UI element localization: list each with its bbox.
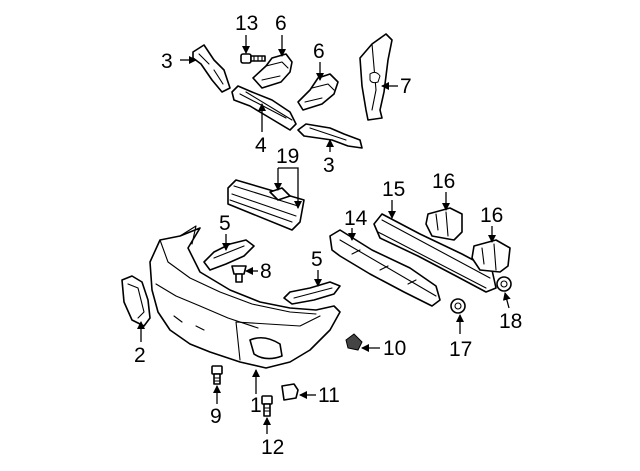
callout-16a: 16 bbox=[432, 170, 455, 193]
callout-15: 15 bbox=[382, 178, 405, 201]
callout-12: 12 bbox=[261, 436, 284, 459]
grille-19-part bbox=[227, 179, 305, 231]
callout-18: 18 bbox=[499, 310, 522, 333]
callout-7: 7 bbox=[400, 75, 412, 98]
callout-16b: 16 bbox=[480, 204, 503, 227]
side-bracket-7-part bbox=[359, 33, 393, 121]
callout-numbers: 3 13 6 6 7 4 3 19 5 8 5 2 1 10 9 11 12 1… bbox=[134, 12, 522, 459]
left-bumper-bracket-5-part bbox=[203, 239, 255, 271]
upper-left-bracket-part bbox=[192, 44, 231, 93]
callout-1: 1 bbox=[250, 394, 262, 417]
callout-19: 19 bbox=[276, 145, 299, 168]
callout-14: 14 bbox=[344, 207, 368, 230]
callout-3a: 3 bbox=[161, 50, 173, 73]
right-support-bracket-6-part bbox=[297, 73, 339, 111]
callout-4: 4 bbox=[255, 134, 267, 157]
callout-10: 10 bbox=[383, 337, 406, 360]
callout-6b: 6 bbox=[313, 40, 325, 63]
callout-5a: 5 bbox=[219, 212, 231, 235]
clip-11-part bbox=[281, 383, 299, 401]
nut-17-part bbox=[450, 298, 466, 314]
bolt-9-part bbox=[211, 365, 223, 385]
callout-5b: 5 bbox=[311, 248, 323, 271]
impact-bar-15-part bbox=[373, 213, 497, 293]
bolt-13-part bbox=[240, 53, 266, 64]
leader-lines bbox=[137, 35, 511, 434]
left-support-bracket-6-part bbox=[252, 53, 293, 89]
right-bumper-bracket-5-part bbox=[283, 281, 341, 305]
callout-13: 13 bbox=[235, 12, 258, 35]
nut-10-part bbox=[345, 333, 363, 351]
bumper-cover-1-part bbox=[149, 225, 341, 369]
callout-11: 11 bbox=[318, 384, 340, 407]
fog-lamp-cover-2-part bbox=[121, 275, 151, 327]
callout-2: 2 bbox=[134, 344, 146, 367]
clip-8-part bbox=[231, 265, 247, 283]
nut-18-part bbox=[496, 276, 512, 292]
callout-17: 17 bbox=[449, 338, 472, 361]
lower-right-bracket-part bbox=[297, 123, 363, 149]
center-reinforcement-4-part bbox=[231, 85, 297, 131]
callout-3b: 3 bbox=[323, 154, 335, 177]
callout-8: 8 bbox=[260, 260, 272, 283]
callout-9: 9 bbox=[210, 405, 222, 428]
callout-6a: 6 bbox=[275, 12, 287, 35]
bracket-16-lower-part bbox=[471, 239, 511, 273]
bracket-16-upper-part bbox=[425, 207, 463, 241]
energy-absorber-14-part bbox=[329, 229, 441, 307]
bolt-12-part bbox=[261, 395, 273, 417]
